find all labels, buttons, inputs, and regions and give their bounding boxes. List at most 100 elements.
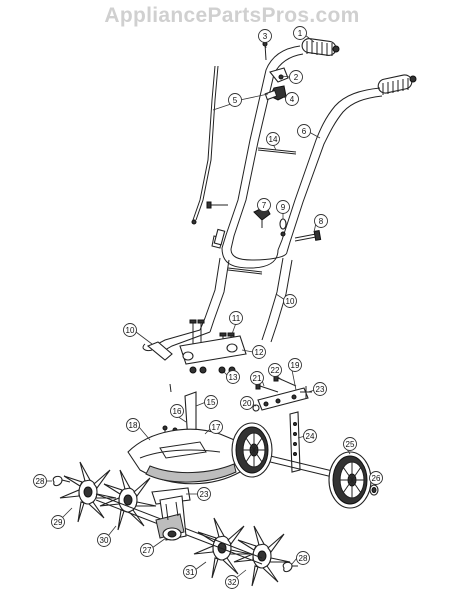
callout-circle <box>197 487 211 501</box>
throttle-lever <box>264 67 289 101</box>
part-callout-25: 25 <box>343 437 357 451</box>
callout-circle <box>297 124 311 138</box>
callout-number: 20 <box>243 399 252 408</box>
part-callout-28: 28 <box>33 474 47 488</box>
callout-number: 7 <box>262 201 267 210</box>
part-callout-31: 31 <box>183 565 197 579</box>
hub-cap-26 <box>369 484 379 496</box>
callout-circle <box>170 404 184 418</box>
washer-9 <box>279 218 287 237</box>
part-callout-23: 23 <box>197 487 211 501</box>
wheel-bracket <box>257 387 309 411</box>
part-callout-12: 12 <box>252 345 266 359</box>
callout-number: 1 <box>298 29 303 38</box>
callout-number: 3 <box>263 32 268 41</box>
callout-number: 28 <box>36 477 45 486</box>
callout-number: 30 <box>100 536 109 545</box>
callout-circle <box>296 551 310 565</box>
callout-number: 9 <box>281 203 286 212</box>
callout-circle <box>258 29 272 43</box>
watermark: AppliancePartsPros.com <box>104 4 360 27</box>
leader-lines <box>46 34 377 579</box>
callout-circle <box>51 515 65 529</box>
wheel-arm <box>289 411 301 473</box>
callout-number: 11 <box>232 314 241 323</box>
callout-circle <box>343 437 357 451</box>
part-callout-13: 13 <box>226 370 240 384</box>
callout-number: 23 <box>316 385 325 394</box>
part-callout-24: 24 <box>303 429 317 443</box>
part-callout-16: 16 <box>170 404 184 418</box>
part-callout-26: 26 <box>369 471 383 485</box>
callout-circle <box>33 474 47 488</box>
callout-number: 6 <box>302 127 307 136</box>
bolt-left-handle <box>206 201 228 209</box>
callout-circle <box>228 93 242 107</box>
part-callout-10: 10 <box>283 294 297 308</box>
callout-circle <box>293 26 307 40</box>
callout-number: 22 <box>271 366 280 375</box>
part-callout-4: 4 <box>285 92 299 106</box>
bolts-11 <box>189 319 235 354</box>
part-callout-10: 10 <box>123 323 137 337</box>
callout-circle <box>240 396 254 410</box>
handle-bracket <box>179 335 247 365</box>
part-callout-27: 27 <box>140 543 154 557</box>
part-callout-2: 2 <box>289 70 303 84</box>
screw-3 <box>262 41 268 61</box>
part-callouts: 1234567891010111213141516171819202122232… <box>33 26 383 589</box>
part-callout-32: 32 <box>225 575 239 589</box>
callout-circle <box>289 70 303 84</box>
handle-u-section <box>211 228 288 269</box>
part-callout-5: 5 <box>228 93 242 107</box>
callout-circle <box>229 311 243 325</box>
tine-shield <box>127 428 245 485</box>
lower-handle <box>142 257 293 361</box>
part-callout-28: 28 <box>296 551 310 565</box>
callout-number: 19 <box>291 361 300 370</box>
callout-circle <box>369 471 383 485</box>
part-callout-21: 21 <box>250 371 264 385</box>
callout-number: 31 <box>186 568 195 577</box>
part-callout-14: 14 <box>266 132 280 146</box>
callout-number: 26 <box>372 474 381 483</box>
callout-circle <box>257 198 271 212</box>
callout-number: 25 <box>346 440 355 449</box>
small-pin <box>169 383 172 393</box>
callout-circle <box>313 382 327 396</box>
tine-inner-right <box>193 517 251 579</box>
callout-circle <box>283 294 297 308</box>
callout-number: 15 <box>207 398 216 407</box>
callout-number: 29 <box>54 518 63 527</box>
part-callout-17: 17 <box>209 420 223 434</box>
callout-number: 12 <box>255 348 264 357</box>
part-callout-30: 30 <box>97 533 111 547</box>
callout-number: 17 <box>212 423 221 432</box>
callout-circle <box>204 395 218 409</box>
callout-circle <box>288 358 302 372</box>
part-callout-18: 18 <box>126 418 140 432</box>
callout-circle <box>250 371 264 385</box>
callout-number: 10 <box>126 326 135 335</box>
part-callout-7: 7 <box>257 198 271 212</box>
spring-pin <box>227 267 263 275</box>
callout-number: 2 <box>294 73 299 82</box>
transport-wheel-right <box>328 451 372 509</box>
transport-wheel-left <box>231 422 273 478</box>
upper-handle-right <box>277 87 383 253</box>
part-callout-1: 1 <box>293 26 307 40</box>
callout-circle <box>97 533 111 547</box>
callout-number: 27 <box>143 546 152 555</box>
callout-circle <box>225 575 239 589</box>
callout-number: 8 <box>319 217 324 226</box>
part-callout-15: 15 <box>204 395 218 409</box>
callout-circle <box>268 363 282 377</box>
clip-28-right <box>282 561 298 573</box>
callout-number: 32 <box>228 578 237 587</box>
part-callout-23: 23 <box>313 382 327 396</box>
callout-circle <box>123 323 137 337</box>
handle-grip-right <box>377 74 417 95</box>
part-callout-11: 11 <box>229 311 243 325</box>
callout-circle <box>276 200 290 214</box>
